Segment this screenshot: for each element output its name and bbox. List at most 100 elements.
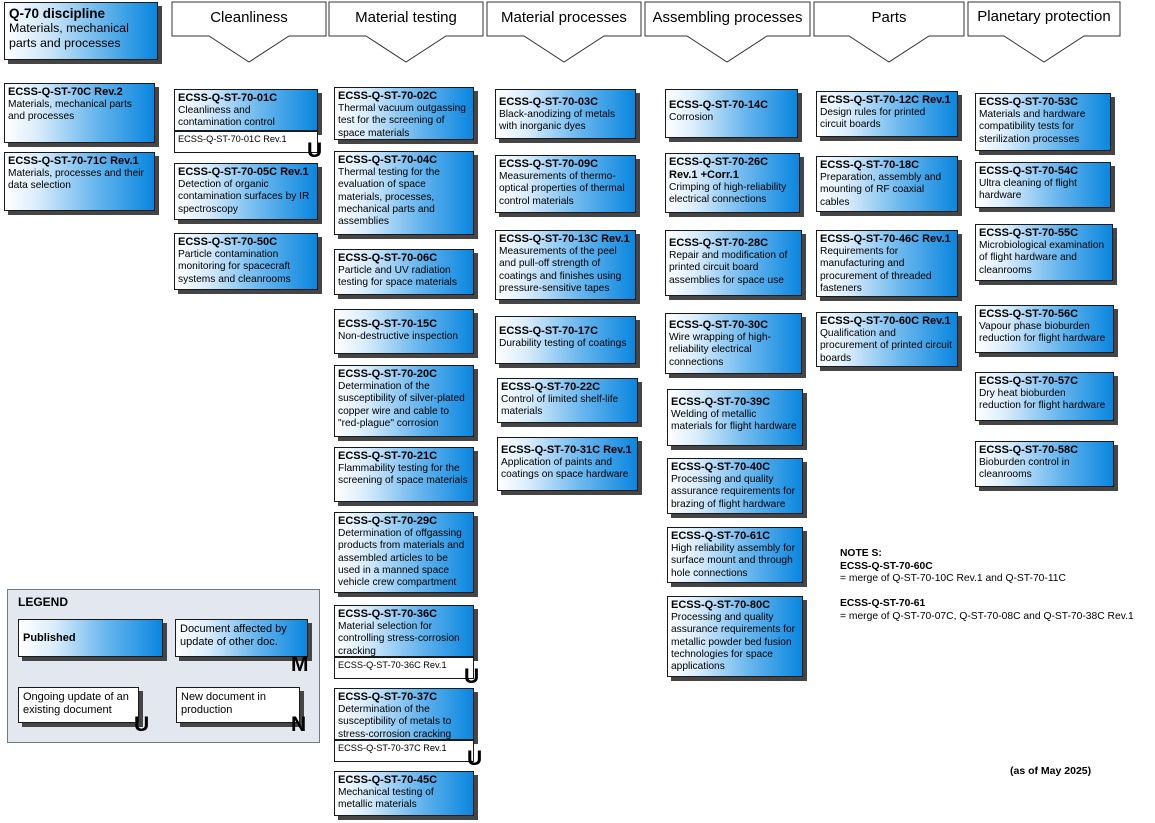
doc-code: ECSS-Q-ST-70-06C — [338, 252, 438, 264]
legend-letter-n: N — [291, 713, 307, 736]
revision-label: ECSS-Q-ST-70-37C Rev.1 — [338, 743, 447, 753]
doc-card-q-st-70-58[interactable]: ECSS-Q-ST-70-58C Bioburden control in cl… — [975, 441, 1114, 487]
doc-code: ECSS-Q-ST-70-18C — [820, 159, 920, 171]
doc-title: Flammability testing for the screening o… — [338, 463, 468, 487]
doc-card-q-st-70-39[interactable]: ECSS-Q-ST-70-39C Welding of metallic mat… — [667, 389, 803, 446]
status-letter-update: U — [307, 139, 323, 162]
section-header-assembling-processes: Assembling processes — [644, 1, 811, 66]
section-header-parts: Parts — [813, 1, 965, 66]
as-of-date: (as of May 2025) — [1010, 765, 1092, 777]
doc-card-q-st-70-01[interactable]: ECSS-Q-ST-70-01C Cleanliness and contami… — [174, 89, 318, 131]
doc-card-q-st-70-71[interactable]: ECSS-Q-ST-70-71C Rev.1 Materials, proces… — [4, 152, 155, 211]
doc-code: ECSS-Q-ST-70-02C — [338, 90, 438, 102]
doc-code: ECSS-Q-ST-70-12C Rev.1 — [820, 94, 951, 106]
legend-published-label: Published — [23, 632, 76, 644]
doc-card-q-st-70-40[interactable]: ECSS-Q-ST-70-40C Processing and quality … — [667, 458, 803, 514]
doc-code: ECSS-Q-ST-70-15C — [338, 318, 438, 330]
legend-affected: Document affected by update of other doc… — [175, 619, 308, 657]
status-letter-update: U — [464, 665, 480, 688]
doc-code: ECSS-Q-ST-70-46C Rev.1 — [820, 233, 951, 245]
doc-title: Processing and quality assurance require… — [671, 474, 796, 510]
revision-label: ECSS-Q-ST-70-01C Rev.1 — [178, 134, 287, 144]
doc-code: ECSS-Q-ST-70-60C Rev.1 — [820, 315, 951, 327]
doc-code: ECSS-Q-ST-70-22C — [501, 381, 601, 393]
notes: NOTE S: ECSS-Q-ST-70-60C = merge of Q-ST… — [840, 548, 1134, 624]
doc-code: ECSS-Q-ST-70C Rev.2 — [8, 86, 123, 98]
doc-title: Particle and UV radiation testing for sp… — [338, 265, 457, 289]
doc-code: ECSS-Q-ST-70-54C — [979, 165, 1079, 177]
doc-card-q-st-70-57[interactable]: ECSS-Q-ST-70-57C Dry heat bioburden redu… — [975, 372, 1114, 421]
doc-title: Determination of offgassing products fro… — [338, 528, 465, 589]
doc-card-q-st-70-60[interactable]: ECSS-Q-ST-70-60C Rev.1 Qualification and… — [816, 312, 958, 367]
doc-card-q-st-70-80[interactable]: ECSS-Q-ST-70-80C Processing and quality … — [667, 596, 803, 677]
doc-card-q-st-70-09[interactable]: ECSS-Q-ST-70-09C Measurements of thermo-… — [495, 155, 636, 213]
doc-card-q-st-70-21[interactable]: ECSS-Q-ST-70-21C Flammability testing fo… — [334, 447, 474, 502]
doc-code: ECSS-Q-ST-70-57C — [979, 375, 1079, 387]
doc-card-q-st-70-28[interactable]: ECSS-Q-ST-70-28C Repair and modification… — [665, 230, 802, 296]
doc-title: Materials, mechanical parts and processe… — [8, 99, 132, 123]
doc-card-q-st-70-36[interactable]: ECSS-Q-ST-70-36C Material selection for … — [334, 605, 474, 657]
doc-title: Design rules for printed circuit boards — [820, 107, 926, 131]
doc-title: Material selection for controlling stres… — [338, 621, 460, 657]
doc-card-q-st-70-04[interactable]: ECSS-Q-ST-70-04C Thermal testing for the… — [334, 151, 474, 235]
doc-card-q-st-70-50[interactable]: ECSS-Q-ST-70-50C Particle contamination … — [174, 233, 318, 290]
doc-code: ECSS-Q-ST-70-37C — [338, 691, 438, 703]
doc-title: Determination of the susceptibility of m… — [338, 704, 452, 740]
doc-title: Requirements for manufacturing and procu… — [820, 246, 932, 294]
doc-card-q-st-70-18[interactable]: ECSS-Q-ST-70-18C Preparation, assembly a… — [816, 156, 958, 212]
doc-title: Mechanical testing of metallic materials — [338, 787, 434, 811]
note-2-code: ECSS-Q-ST-70-61 — [840, 598, 926, 610]
doc-card-q-st-70[interactable]: ECSS-Q-ST-70C Rev.2 Materials, mechanica… — [4, 83, 155, 143]
doc-title: Welding of metallic materials for flight… — [671, 409, 797, 433]
doc-title: High reliability assembly for surface mo… — [671, 543, 795, 579]
doc-card-q-st-70-46[interactable]: ECSS-Q-ST-70-46C Rev.1 Requirements for … — [816, 230, 958, 297]
doc-card-q-st-70-13[interactable]: ECSS-Q-ST-70-13C Rev.1 Measurements of t… — [495, 230, 636, 300]
doc-code: ECSS-Q-ST-70-36C — [338, 608, 438, 620]
doc-code: ECSS-Q-ST-70-01C — [178, 92, 278, 104]
doc-title: Vapour phase bioburden reduction for fli… — [979, 321, 1106, 345]
revision-box-q-st-70-37: ECSS-Q-ST-70-37C Rev.1 — [334, 740, 474, 762]
doc-card-q-st-70-05[interactable]: ECSS-Q-ST-70-05C Rev.1 Detection of orga… — [174, 163, 318, 220]
doc-title: Corrosion — [669, 112, 714, 123]
doc-card-q-st-70-26[interactable]: ECSS-Q-ST-70-26C Rev.1 +Corr.1 Crimping … — [665, 153, 800, 213]
doc-code: ECSS-Q-ST-70-29C — [338, 515, 438, 527]
doc-card-q-st-70-61[interactable]: ECSS-Q-ST-70-61C High reliability assemb… — [667, 527, 803, 583]
doc-card-q-st-70-29[interactable]: ECSS-Q-ST-70-29C Determination of offgas… — [334, 512, 474, 593]
discipline-subtitle: Materials, mechanical parts and processe… — [9, 21, 129, 50]
doc-title: Detection of organic contamination surfa… — [178, 179, 310, 215]
doc-title: Dry heat bioburden reduction for flight … — [979, 388, 1106, 412]
doc-card-q-st-70-15[interactable]: ECSS-Q-ST-70-15C Non-destructive inspect… — [334, 309, 474, 354]
doc-code: ECSS-Q-ST-70-58C — [979, 444, 1079, 456]
doc-card-q-st-70-55[interactable]: ECSS-Q-ST-70-55C Microbiological examina… — [975, 224, 1113, 281]
doc-title: Black-anodizing of metals with inorganic… — [499, 109, 616, 133]
doc-card-q-st-70-12[interactable]: ECSS-Q-ST-70-12C Rev.1 Design rules for … — [816, 91, 958, 137]
doc-card-q-st-70-03[interactable]: ECSS-Q-ST-70-03C Black-anodizing of meta… — [495, 89, 636, 139]
doc-card-q-st-70-31[interactable]: ECSS-Q-ST-70-31C Rev.1 Application of pa… — [497, 437, 638, 491]
doc-card-q-st-70-22[interactable]: ECSS-Q-ST-70-22C Control of limited shel… — [497, 378, 638, 423]
doc-card-q-st-70-14[interactable]: ECSS-Q-ST-70-14C Corrosion — [665, 89, 798, 138]
doc-card-q-st-70-02[interactable]: ECSS-Q-ST-70-02C Thermal vacuum outgassi… — [334, 87, 474, 140]
doc-title: Non-destructive inspection — [338, 331, 459, 342]
doc-card-q-st-70-37[interactable]: ECSS-Q-ST-70-37C Determination of the su… — [334, 688, 474, 740]
doc-card-q-st-70-17[interactable]: ECSS-Q-ST-70-17C Durability testing of c… — [495, 316, 636, 364]
doc-code: ECSS-Q-ST-70-71C Rev.1 — [8, 155, 139, 167]
doc-code: ECSS-Q-ST-70-40C — [671, 461, 771, 473]
doc-card-q-st-70-30[interactable]: ECSS-Q-ST-70-30C Wire wrapping of high-r… — [665, 313, 802, 374]
doc-card-q-st-70-54[interactable]: ECSS-Q-ST-70-54C Ultra cleaning of fligh… — [975, 162, 1111, 208]
note-1-code: ECSS-Q-ST-70-60C — [840, 560, 933, 572]
doc-code: ECSS-Q-ST-70-56C — [979, 308, 1079, 320]
doc-code: ECSS-Q-ST-70-20C — [338, 368, 438, 380]
section-label: Cleanliness — [210, 9, 288, 26]
doc-card-q-st-70-53[interactable]: ECSS-Q-ST-70-53C Materials and hardware … — [975, 93, 1111, 151]
doc-card-q-st-70-06[interactable]: ECSS-Q-ST-70-06C Particle and UV radiati… — [334, 249, 474, 295]
section-header-planetary-protection: Planetary protection — [967, 1, 1121, 66]
section-header-cleanliness: Cleanliness — [171, 1, 327, 66]
note-2-text: = merge of Q-ST-70-07C, Q-ST-70-08C and … — [840, 610, 1134, 622]
doc-code: ECSS-Q-ST-70-53C — [979, 96, 1079, 108]
doc-title: Particle contamination monitoring for sp… — [178, 249, 291, 285]
doc-card-q-st-70-56[interactable]: ECSS-Q-ST-70-56C Vapour phase bioburden … — [975, 305, 1114, 353]
doc-card-q-st-70-20[interactable]: ECSS-Q-ST-70-20C Determination of the su… — [334, 365, 474, 437]
doc-card-q-st-70-45[interactable]: ECSS-Q-ST-70-45C Mechanical testing of m… — [334, 771, 474, 816]
doc-code: ECSS-Q-ST-70-39C — [671, 396, 771, 408]
note-1-text: = merge of Q-ST-70-10C Rev.1 and Q-ST-70… — [840, 573, 1066, 585]
